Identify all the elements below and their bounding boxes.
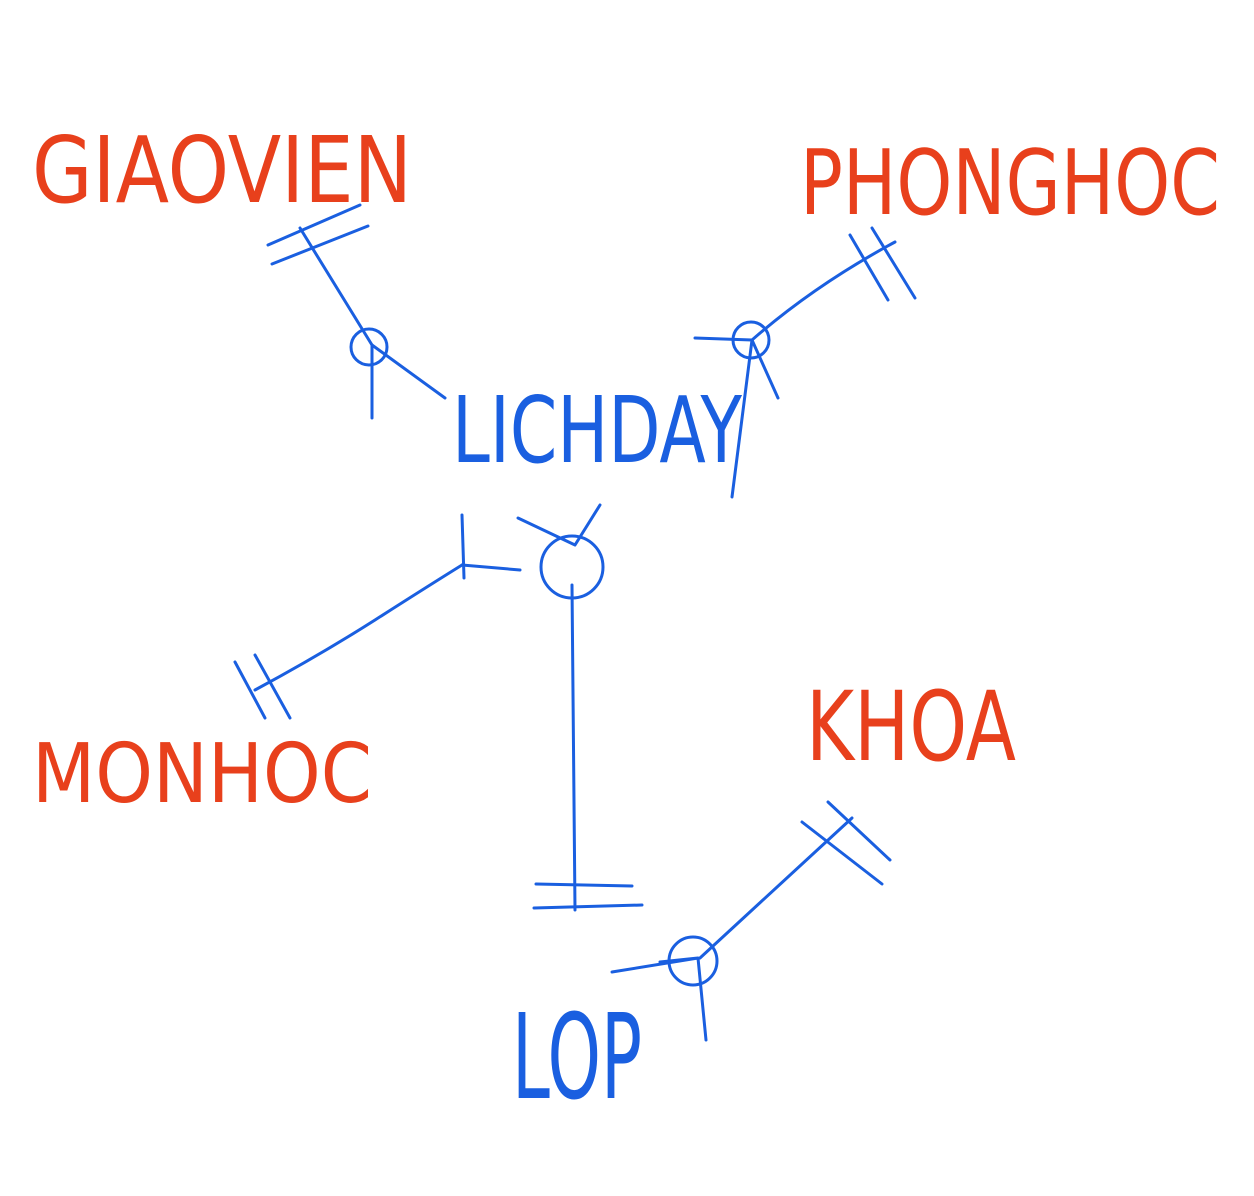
relationship-lop-lichday	[516, 503, 644, 912]
one-bar-marker	[800, 820, 884, 886]
relationship-monhoc-lichday	[233, 513, 522, 720]
one-bar-marker	[532, 903, 644, 910]
one-bar-marker	[460, 513, 466, 580]
relationship-line	[698, 816, 854, 960]
entity-lichday: LICHDAY	[452, 377, 743, 484]
entity-phonghoc: PHONGHOC	[800, 131, 1220, 236]
relationship-phonghoc-lichday	[693, 226, 917, 499]
entity-lop: LOP	[512, 988, 642, 1126]
crowfoot-marker	[610, 956, 708, 1042]
relationship-line	[298, 226, 374, 347]
one-bar-marker	[270, 224, 370, 266]
relationship-khoa-lop	[610, 800, 892, 1042]
one-bar-marker	[534, 882, 634, 888]
relationship-line	[750, 240, 897, 342]
entity-khoa: KHOA	[806, 671, 1016, 783]
relationship-line	[253, 563, 464, 692]
one-bar-marker	[253, 653, 292, 720]
crowfoot-marker	[516, 503, 602, 547]
relationship-line	[570, 583, 577, 912]
crowfoot-marker	[370, 343, 447, 420]
one-bar-marker	[848, 233, 890, 302]
one-bar-marker	[870, 226, 917, 300]
crowfoot-marker	[460, 563, 522, 572]
zero-circle-marker	[539, 534, 605, 600]
relationship-giaovien-lichday	[266, 203, 447, 420]
crowfoot-marker	[693, 336, 780, 499]
one-bar-marker	[266, 203, 362, 247]
one-bar-marker	[826, 800, 892, 862]
zero-circle-marker	[349, 327, 389, 367]
entity-giaovien: GIAOVIEN	[32, 117, 412, 224]
one-bar-marker	[233, 660, 267, 720]
entity-monhoc: MONHOC	[32, 727, 372, 822]
